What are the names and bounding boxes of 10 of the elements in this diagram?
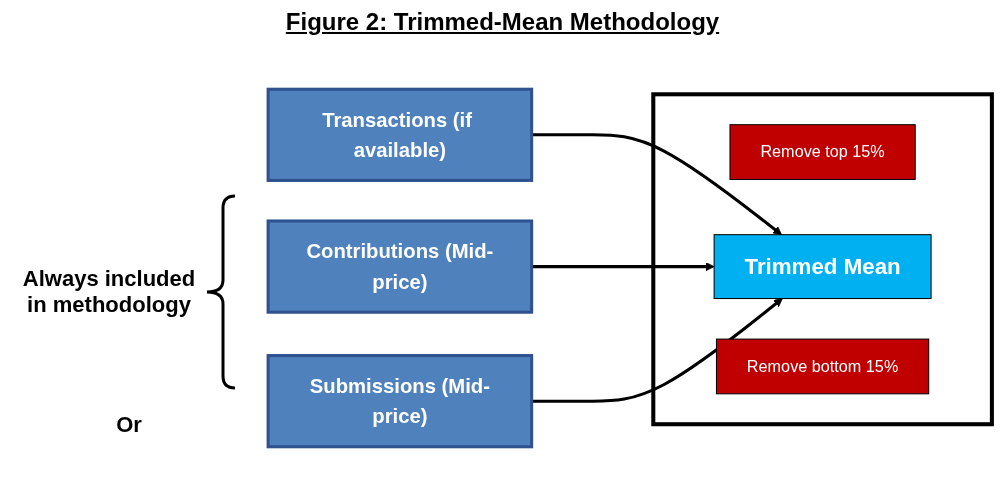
- cluster: [651, 92, 994, 427]
- node-box: Contributions (Mid-price): [266, 219, 534, 314]
- note: Or: [116, 412, 142, 438]
- node-box: Remove top 15%: [729, 124, 916, 180]
- node-box: Submissions (Mid-price): [266, 354, 534, 449]
- node-box: Remove bottom 15%: [715, 338, 930, 395]
- node-box: Transactions (if available): [266, 87, 534, 182]
- figure-title: Figure 2: Trimmed-Mean Methodology: [284, 8, 721, 36]
- node-box: Trimmed Mean: [713, 234, 932, 300]
- bracket-note: Always included in methodology: [21, 266, 197, 318]
